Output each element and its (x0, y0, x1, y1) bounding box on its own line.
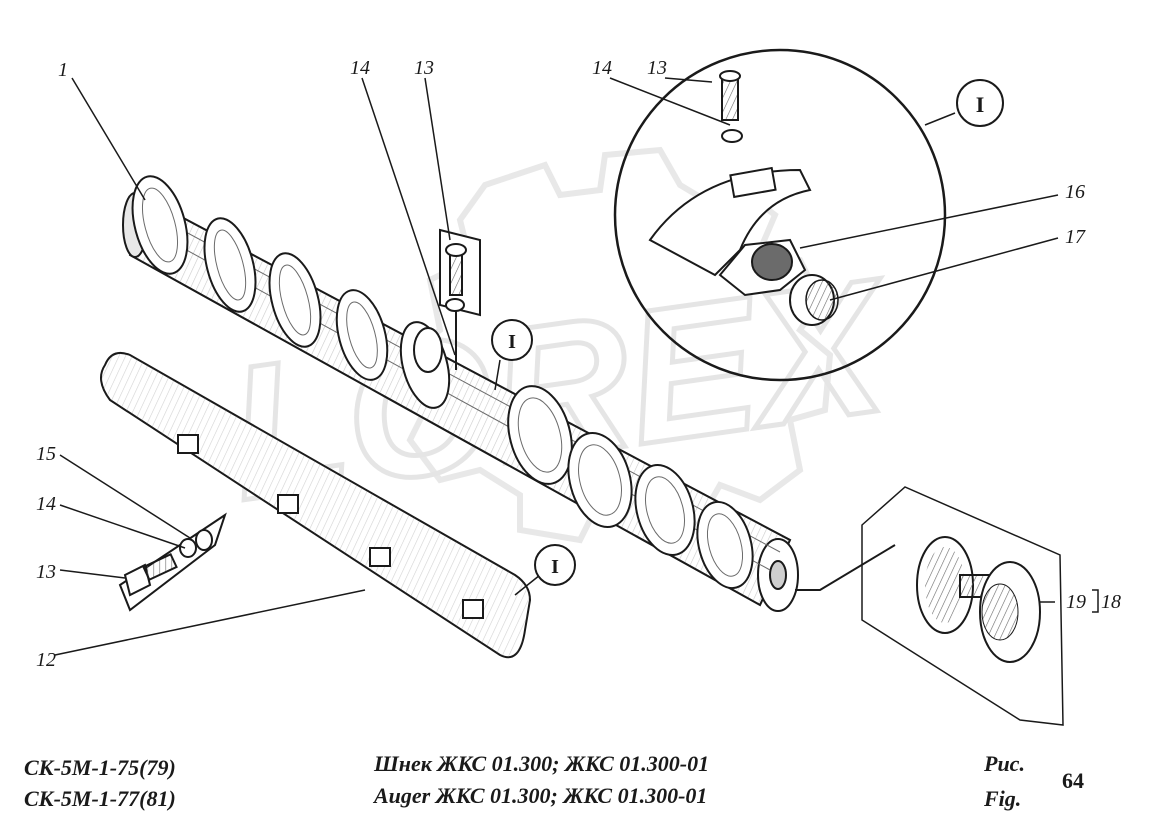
callout-13-detail: 13 (647, 57, 667, 79)
fig-label-english: Fig. (984, 786, 1022, 811)
model-line-2: СК-5М-1-77(81) (24, 786, 176, 811)
leader-lines (54, 77, 1059, 656)
callout-17: 17 (1065, 226, 1085, 248)
cover-plate (100, 352, 532, 659)
callout-12: 12 (36, 649, 56, 671)
ref-label-top: I (976, 92, 985, 117)
fig-label-russian: Рис. (984, 751, 1025, 776)
callout-16: 16 (1065, 181, 1085, 203)
callout-14-left: 14 (36, 493, 56, 515)
callout-13-left: 13 (36, 561, 56, 583)
callout-14-upper: 14 (350, 57, 370, 79)
callout-18: 18 (1101, 591, 1121, 613)
ref-label-mid: I (508, 331, 516, 353)
title-english: Auger ЖКС 01.300; ЖКС 01.300-01 (374, 783, 708, 808)
detail-view-I (613, 48, 947, 382)
callout-19: 19 (1066, 591, 1086, 613)
bearing-assembly (795, 486, 1064, 726)
model-line-1: СК-5М-1-75(79) (24, 755, 176, 780)
title-russian: Шнек ЖКС 01.300; ЖКС 01.300-01 (374, 751, 710, 776)
callout-14-detail: 14 (592, 57, 612, 79)
callout-1: 1 (58, 59, 68, 81)
callout-13-upper: 13 (414, 57, 434, 79)
ref-bubble-low: I (534, 544, 576, 586)
bolt-assembly-upper (413, 228, 481, 373)
ref-bubble-mid: I (491, 319, 533, 361)
figure-number: 64 (1062, 768, 1084, 793)
bracket-18 (1092, 589, 1099, 613)
auger-flights (131, 175, 754, 590)
ref-bubble-top: I (956, 79, 1004, 127)
bolt-assembly-left (118, 512, 227, 612)
callout-15: 15 (36, 443, 56, 465)
ref-label-low: I (551, 556, 559, 578)
